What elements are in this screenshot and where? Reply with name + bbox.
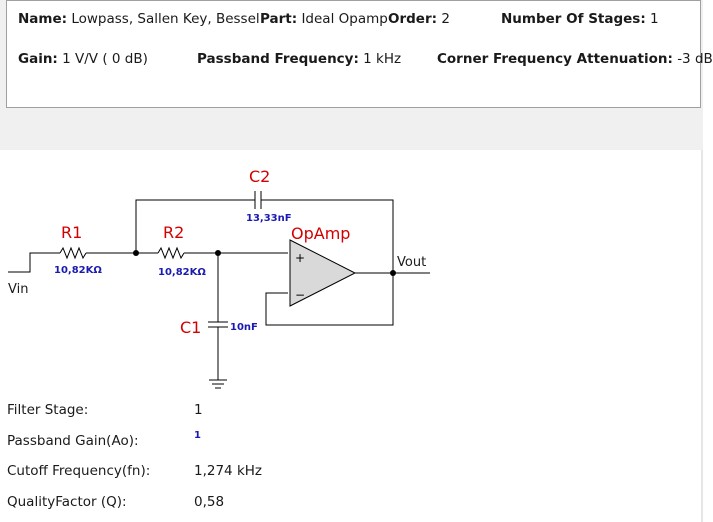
- scrollbar-edge: [701, 150, 703, 522]
- param-value-quality-factor: 0,58: [194, 494, 225, 510]
- vout-label: Vout: [397, 255, 426, 270]
- filter-name: Name: Lowpass, Sallen Key, Bessel: [18, 11, 260, 27]
- param-label-cutoff-frequency: Cutoff Frequency(fn):: [7, 463, 151, 479]
- param-value-passband-gain: 1: [194, 430, 201, 441]
- sallen-key-schematic: R1 10,82KΩ R2 10,82KΩ C2 13,33nF C1 10nF…: [8, 167, 430, 389]
- opamp-plus: +: [295, 251, 305, 265]
- filter-summary-panel: Name: Lowpass, Sallen Key, Bessel Part: …: [6, 0, 713, 108]
- passband-frequency: Passband Frequency: 1 kHz: [197, 51, 402, 67]
- r2-resistor: [157, 246, 185, 260]
- number-of-stages: Number Of Stages: 1: [501, 11, 659, 27]
- junction-dot: [215, 250, 221, 256]
- r1-label: R1: [61, 223, 82, 242]
- param-label-quality-factor: QualityFactor (Q):: [7, 494, 127, 510]
- param-label-filter-stage: Filter Stage:: [7, 402, 89, 418]
- filter-order: Order: 2: [388, 11, 450, 27]
- r1-value: 10,82KΩ: [54, 265, 102, 276]
- opamp-label: OpAmp: [291, 224, 350, 243]
- filter-part: Part: Ideal Opamp: [260, 11, 388, 27]
- corner-frequency-attenuation: Corner Frequency Attenuation: -3 dB: [437, 51, 713, 67]
- opamp-minus: −: [295, 288, 305, 302]
- r1-resistor: [59, 246, 87, 260]
- vin-label: Vin: [8, 282, 28, 297]
- junction-dot: [390, 270, 396, 276]
- param-value-filter-stage: 1: [194, 402, 203, 418]
- junction-dot: [133, 250, 139, 256]
- filter-gain: Gain: 1 V/V ( 0 dB): [18, 51, 148, 67]
- param-value-cutoff-frequency: 1,274 kHz: [194, 463, 262, 479]
- c1-value: 10nF: [230, 322, 258, 333]
- r2-label: R2: [163, 223, 184, 242]
- input-wire: [8, 252, 60, 273]
- opamp-symbol: [289, 239, 357, 307]
- c1-label: C1: [180, 318, 201, 337]
- c2-label: C2: [249, 167, 270, 186]
- param-label-passband-gain: Passband Gain(Ao):: [7, 433, 139, 449]
- negative-feedback-wire: [265, 273, 394, 326]
- feedback-wire-right: [261, 199, 394, 273]
- c2-value: 13,33nF: [246, 213, 292, 224]
- feedback-wire-left: [135, 199, 255, 253]
- r2-value: 10,82KΩ: [158, 267, 206, 278]
